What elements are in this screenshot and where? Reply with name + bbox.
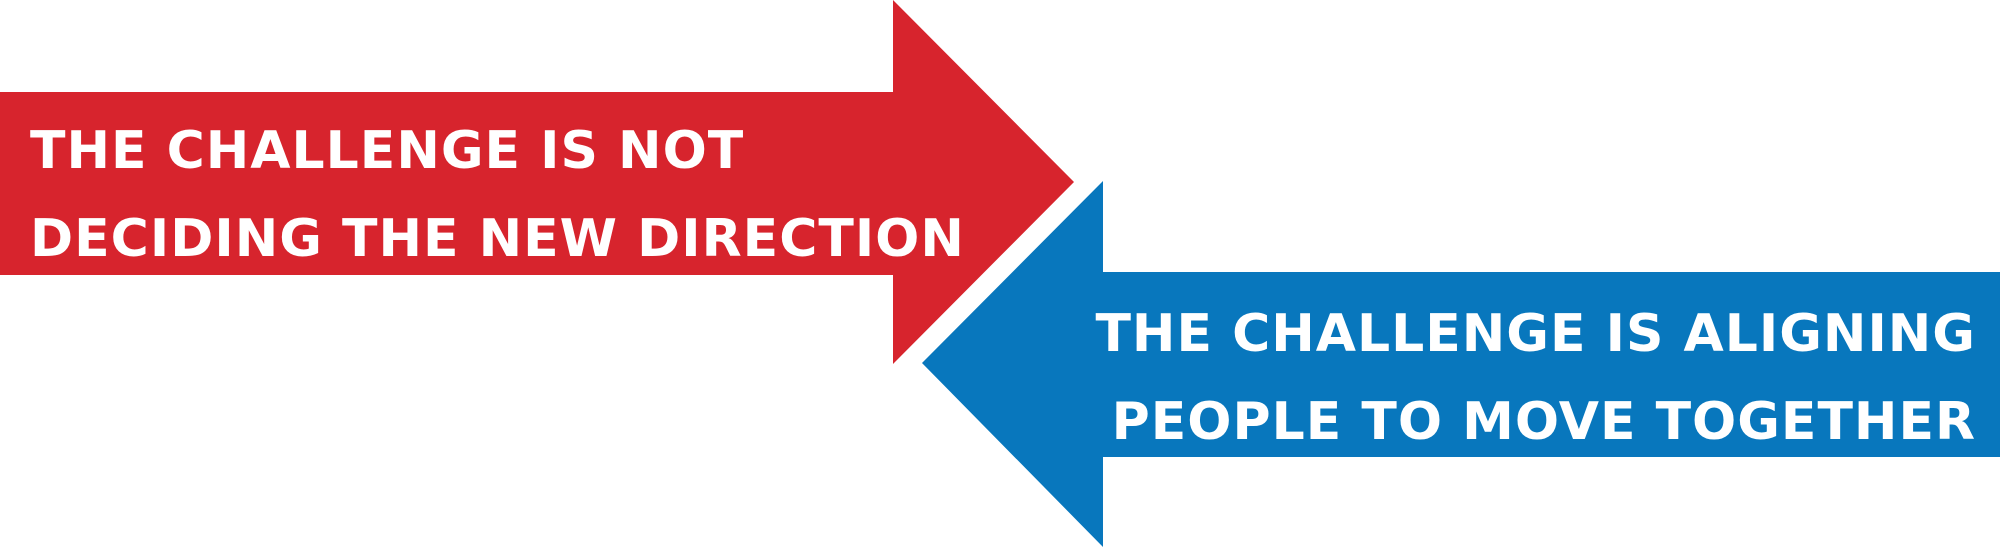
left-arrow-line-2: PEOPLE TO MOVE TOGETHER	[1111, 392, 1976, 452]
right-arrow-line-1: THE CHALLENGE IS NOT	[30, 121, 745, 181]
left-arrow-label: THE CHALLENGE IS ALIGNING PEOPLE TO MOVE…	[1095, 290, 1976, 466]
right-arrow-line-2: DECIDING THE NEW DIRECTION	[30, 209, 965, 269]
right-arrow-label: THE CHALLENGE IS NOT DECIDING THE NEW DI…	[30, 107, 965, 283]
left-arrow-line-1: THE CHALLENGE IS ALIGNING	[1095, 304, 1976, 364]
blue-arrow-shape	[922, 181, 2000, 547]
red-arrow-shape	[0, 0, 1074, 364]
